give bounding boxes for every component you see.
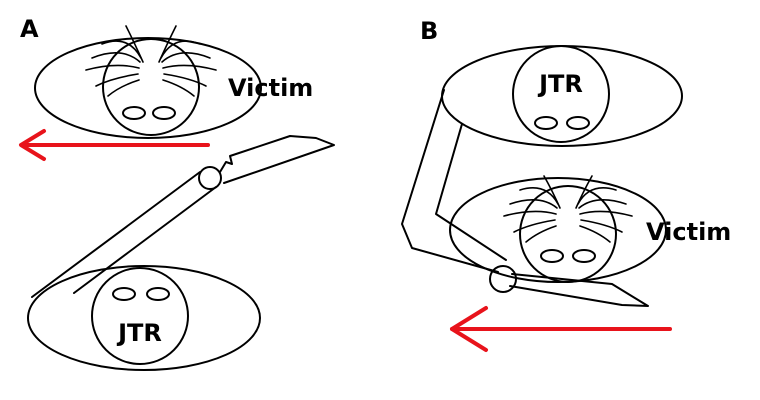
panel-b-direction-arrow bbox=[450, 306, 672, 352]
panel-a-jtr-eye-right bbox=[146, 287, 170, 301]
panel-b-jtr-eye-left bbox=[534, 116, 558, 130]
panel-b-victim-hair bbox=[503, 175, 633, 243]
panel-b-victim-body bbox=[449, 177, 667, 283]
panel-a: A Victim bbox=[19, 15, 335, 371]
panel-a-jtr-label: JTR bbox=[116, 319, 162, 347]
panel-b-victim-eye-right bbox=[572, 249, 596, 263]
panel-b-hand bbox=[489, 265, 517, 293]
panel-a-victim-eye-left bbox=[122, 106, 146, 120]
panel-b-jtr-eye-right bbox=[566, 116, 590, 130]
panel-b-victim-eye-left bbox=[540, 249, 564, 263]
panel-a-jtr-eye-left bbox=[112, 287, 136, 301]
panel-a-knife bbox=[219, 135, 335, 184]
panel-a-victim-hair bbox=[85, 25, 217, 97]
panel-b-jtr-head bbox=[512, 45, 610, 143]
panel-b: B JTR Victim bbox=[401, 17, 731, 352]
panel-b-arm bbox=[401, 89, 507, 273]
panel-b-letter: B bbox=[420, 17, 438, 45]
panel-a-victim-label: Victim bbox=[228, 74, 313, 102]
panel-a-hand bbox=[198, 166, 222, 190]
panel-b-victim-label: Victim bbox=[646, 218, 731, 246]
panel-a-victim-body bbox=[34, 37, 262, 139]
panel-a-jtr-body bbox=[27, 265, 261, 371]
panel-a-victim-eye-right bbox=[152, 106, 176, 120]
panel-b-jtr-label: JTR bbox=[537, 70, 583, 98]
panel-a-letter: A bbox=[20, 15, 39, 43]
panel-a-victim-head bbox=[102, 38, 200, 136]
panel-a-direction-arrow bbox=[19, 129, 210, 161]
panel-a-arm bbox=[31, 171, 217, 298]
panel-b-knife bbox=[509, 273, 649, 307]
panel-b-victim-head bbox=[519, 185, 617, 283]
panel-a-jtr-head bbox=[91, 267, 189, 365]
